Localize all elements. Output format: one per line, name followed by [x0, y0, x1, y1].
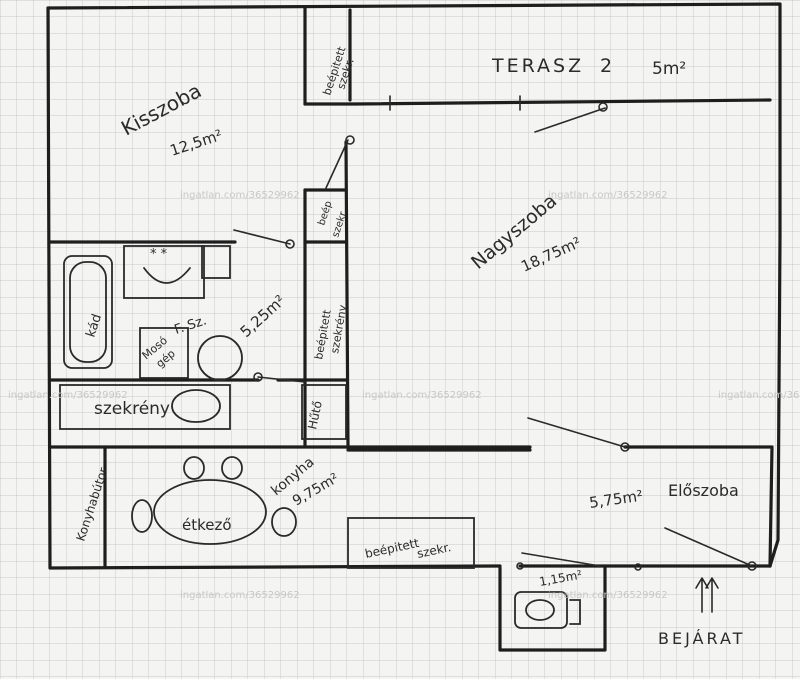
terasz-area: 5m² [652, 59, 686, 79]
svg-text:ingatlan.com/36529962: ingatlan.com/36529962 [548, 590, 668, 601]
sink: * * [123, 245, 231, 299]
entrance-arrow [695, 577, 719, 613]
washing-machine [139, 327, 189, 379]
fridge [301, 384, 347, 440]
kad-label: kád [84, 312, 106, 339]
terasz-name: TERASZ [491, 55, 584, 77]
door-swings [233, 102, 757, 571]
bejarat-label: BEJÁRAT [658, 629, 745, 648]
eloszoba-name: Előszoba [668, 481, 739, 500]
toilet-fb [197, 335, 243, 381]
svg-text:* *: * * [150, 247, 168, 262]
wardrobe-block [59, 384, 231, 430]
watermarks: ingatlan.com/36529962 ingatlan.com/36529… [8, 190, 800, 601]
svg-text:ingatlan.com/36529962: ingatlan.com/36529962 [8, 390, 128, 401]
terasz-number: 2 [600, 55, 612, 77]
etkezo-label: étkező [182, 516, 232, 534]
wc-toilet [514, 591, 581, 629]
svg-text:ingatlan.com/36529962: ingatlan.com/36529962 [180, 190, 300, 201]
bathtub [63, 255, 113, 369]
svg-text:ingatlan.com/36529962: ingatlan.com/36529962 [548, 190, 668, 201]
walls [46, 2, 782, 652]
built-in-cabinet-bottom [347, 517, 475, 569]
huto-label: Hűtő [305, 400, 325, 431]
szekreny-label: szekrény [94, 399, 170, 419]
svg-text:ingatlan.com/36529962: ingatlan.com/36529962 [718, 390, 800, 401]
svg-text:ingatlan.com/36529962: ingatlan.com/36529962 [180, 590, 300, 601]
dining-set [131, 456, 297, 545]
svg-text:ingatlan.com/36529962: ingatlan.com/36529962 [362, 390, 482, 401]
